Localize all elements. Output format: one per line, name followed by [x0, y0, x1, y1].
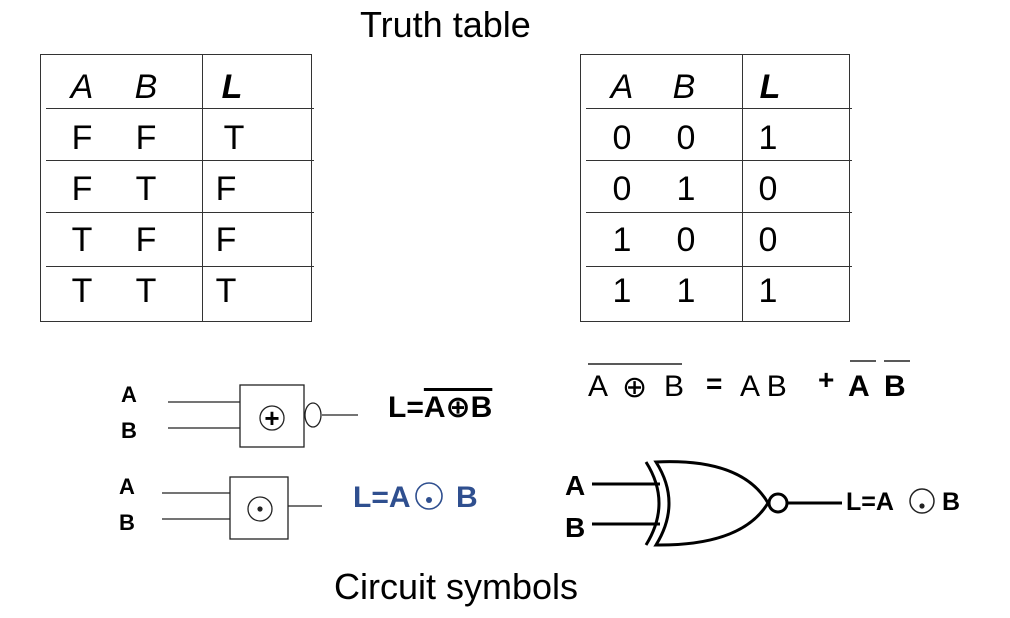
identity-plus: + — [818, 364, 835, 395]
table-binary-cell: 1 — [758, 272, 778, 310]
table-binary-cell: 1 — [676, 272, 696, 310]
table-binary-header-l: L — [759, 68, 781, 106]
xnor-box-symbol — [168, 384, 358, 448]
table-tf-cell: T — [135, 272, 157, 310]
table-tf-cell: F — [71, 119, 93, 157]
gate2-input-a-label: A — [119, 474, 135, 499]
truth-table-binary — [580, 54, 850, 322]
table-binary-rule — [586, 212, 852, 213]
identity-equals: = — [706, 368, 723, 399]
xnor-gate-symbol — [592, 460, 842, 547]
table-tf-cell: F — [135, 221, 157, 259]
table-tf-cell: T — [71, 272, 93, 310]
table-binary-header-rule — [586, 108, 852, 109]
identity-rhs-a-bar: A — [848, 370, 870, 403]
table-binary-cell: 0 — [758, 221, 778, 259]
table-tf-cell: F — [215, 221, 237, 259]
table-tf-header-l: L — [221, 68, 243, 106]
gate1-input-b-label: B — [121, 418, 137, 443]
identity-lhs-b: B — [664, 370, 685, 403]
gate1-equation-prefix: L= — [388, 391, 424, 424]
table-binary-header-b: B — [672, 68, 696, 106]
xnor-operator-blue-icon — [415, 482, 443, 510]
table-tf-header-a: A — [70, 68, 94, 106]
xnor-input-b-label: B — [565, 512, 586, 543]
table-tf-rule — [46, 212, 314, 213]
identity-rhs-ab: A B — [740, 370, 787, 403]
table-binary-rule — [586, 266, 852, 267]
table-tf-cell: T — [135, 170, 157, 208]
table-tf-header-rule — [46, 108, 314, 109]
table-tf-cell: F — [135, 119, 157, 157]
xnor-dot-box-symbol — [162, 476, 322, 540]
table-tf-cell: F — [71, 170, 93, 208]
table-tf-column-rule — [202, 54, 203, 321]
table-binary-cell: 1 — [758, 119, 778, 157]
table-binary-cell: 1 — [676, 170, 696, 208]
table-binary-cell: 1 — [612, 221, 632, 259]
table-tf-cell: F — [215, 170, 237, 208]
table-binary-cell: 1 — [612, 272, 632, 310]
identity-lhs-op: ⊕ — [622, 371, 648, 404]
xnor-input-a-label: A — [565, 470, 586, 501]
identity-lhs-a: A — [588, 370, 609, 403]
truth-table-title: Truth table — [360, 4, 531, 45]
gate1-equation-overlined: A⊕B — [423, 391, 493, 424]
table-binary-cell: 0 — [612, 119, 632, 157]
table-binary-column-rule — [742, 54, 743, 321]
table-binary-cell: 0 — [676, 119, 696, 157]
gate1-input-a-label: A — [121, 382, 137, 407]
table-tf-cell: T — [215, 272, 237, 310]
identity-overlines — [588, 360, 910, 365]
gate1-equation: L=A⊕B — [388, 390, 492, 425]
table-binary-cell: 0 — [676, 221, 696, 259]
table-binary-rule — [586, 160, 852, 161]
xnor-output-label-right: B — [942, 488, 961, 516]
gate2-equation-right: B — [456, 481, 478, 514]
xnor-operator-icon — [909, 488, 935, 514]
table-tf-rule — [46, 266, 314, 267]
table-binary-header-a: A — [610, 68, 634, 106]
truth-table-tf — [40, 54, 312, 322]
table-binary-cell: 0 — [612, 170, 632, 208]
gate2-equation-left: L=A — [353, 481, 411, 514]
table-tf-cell: T — [223, 119, 245, 157]
table-tf-header-b: B — [134, 68, 158, 106]
gate2-input-b-label: B — [119, 510, 135, 535]
identity-rhs-b-bar: B — [884, 370, 906, 403]
table-binary-cell: 0 — [758, 170, 778, 208]
table-tf-rule — [46, 160, 314, 161]
table-tf-cell: T — [71, 221, 93, 259]
circuit-symbols-title: Circuit symbols — [334, 566, 579, 607]
xnor-output-label-left: L=A — [846, 488, 894, 516]
gate1-operator-symbol: + — [264, 403, 280, 433]
